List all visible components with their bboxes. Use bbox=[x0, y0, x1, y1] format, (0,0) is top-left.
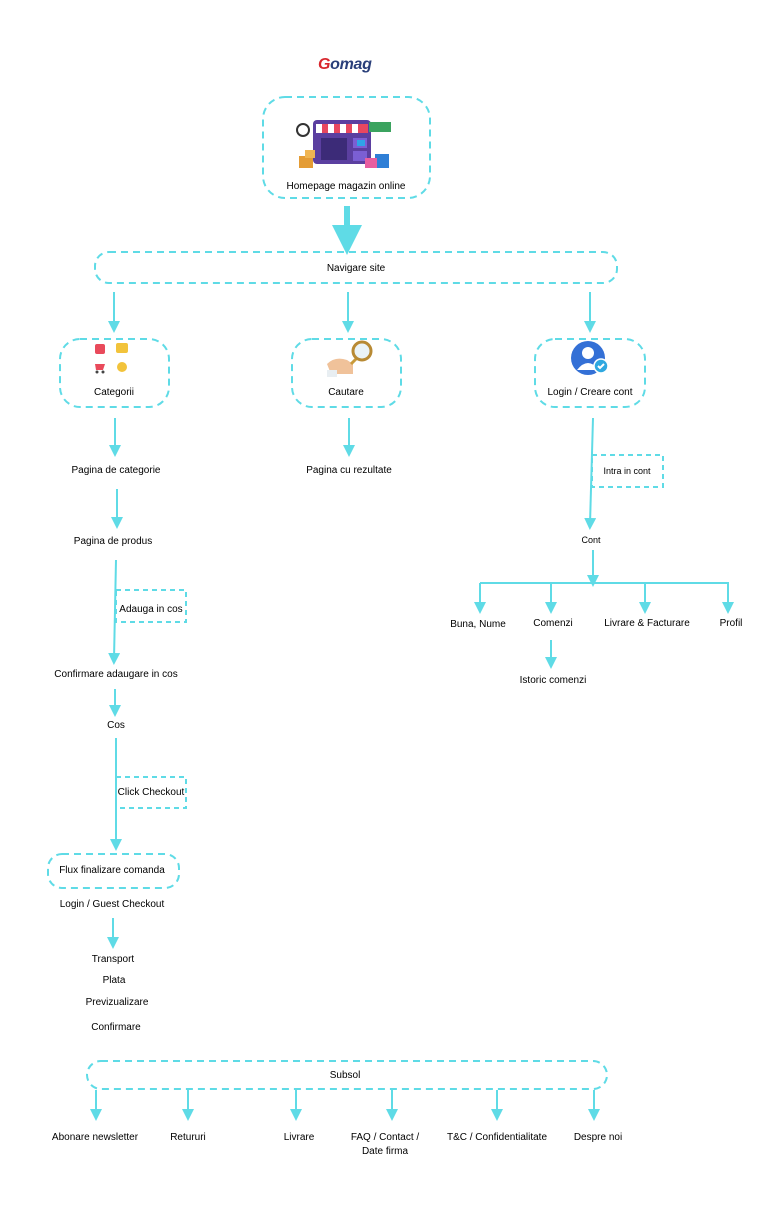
categories-node-box bbox=[59, 338, 170, 408]
account-child-profile: Profil bbox=[719, 618, 743, 629]
category-grid-icon bbox=[95, 343, 128, 374]
homepage-node: Homepage magazin online bbox=[286, 181, 406, 192]
footer-child-faq-contact: FAQ / Contact / bbox=[350, 1132, 420, 1143]
results-page-node: Pagina cu rezultate bbox=[306, 465, 392, 476]
account-child-greeting: Buna, Nume bbox=[450, 619, 506, 630]
add-to-cart-edge-label: Adauga in cos bbox=[119, 604, 183, 615]
footer-node: Subsol bbox=[329, 1070, 361, 1081]
account-node: Cont bbox=[581, 535, 601, 545]
magnifier-icon bbox=[327, 340, 373, 377]
cart-node: Cos bbox=[107, 720, 125, 731]
guest-checkout-node: Login / Guest Checkout bbox=[59, 899, 165, 910]
categories-node: Categorii bbox=[93, 387, 135, 398]
homepage-node-box bbox=[262, 96, 431, 199]
footer-child-returns: Retururi bbox=[170, 1132, 206, 1143]
click-checkout-edge-box bbox=[115, 776, 187, 809]
preview-step: Previzualizare bbox=[85, 997, 149, 1008]
click-checkout-edge-label: Click Checkout bbox=[117, 787, 185, 798]
account-child-orders: Comenzi bbox=[533, 618, 573, 629]
add-to-cart-edge-box bbox=[115, 589, 187, 623]
storefront-icon bbox=[296, 120, 391, 168]
order-history-node: Istoric comenzi bbox=[519, 675, 587, 686]
footer-child-about: Despre noi bbox=[573, 1132, 623, 1143]
account-child-delivery-billing: Livrare & Facturare bbox=[604, 618, 690, 629]
transport-step: Transport bbox=[91, 954, 135, 965]
search-node: Cautare bbox=[328, 387, 364, 398]
category-page-node: Pagina de categorie bbox=[71, 465, 161, 476]
footer-child-delivery: Livrare bbox=[283, 1132, 315, 1143]
login-node-box bbox=[534, 338, 646, 408]
footer-node-box bbox=[86, 1060, 608, 1090]
add-confirmation-node: Confirmare adaugare in cos bbox=[54, 669, 178, 680]
search-node-box bbox=[291, 338, 402, 408]
footer-child-newsletter: Abonare newsletter bbox=[51, 1132, 139, 1143]
gomag-logo: Gomag bbox=[318, 56, 372, 73]
checkout-flow-node: Flux finalizare comanda bbox=[59, 865, 165, 876]
navigation-node: Navigare site bbox=[326, 263, 386, 274]
login-node: Login / Creare cont bbox=[547, 387, 633, 398]
user-check-icon bbox=[571, 341, 609, 375]
footer-child-company-data: Date firma bbox=[361, 1146, 409, 1157]
confirmation-step: Confirmare bbox=[91, 1022, 141, 1033]
footer-child-terms: T&C / Confidentialitate bbox=[446, 1132, 548, 1143]
checkout-flow-node-box bbox=[47, 853, 180, 889]
enter-account-edge-label: Intra in cont bbox=[603, 466, 651, 476]
payment-step: Plata bbox=[102, 975, 126, 986]
product-page-node: Pagina de produs bbox=[73, 536, 153, 547]
